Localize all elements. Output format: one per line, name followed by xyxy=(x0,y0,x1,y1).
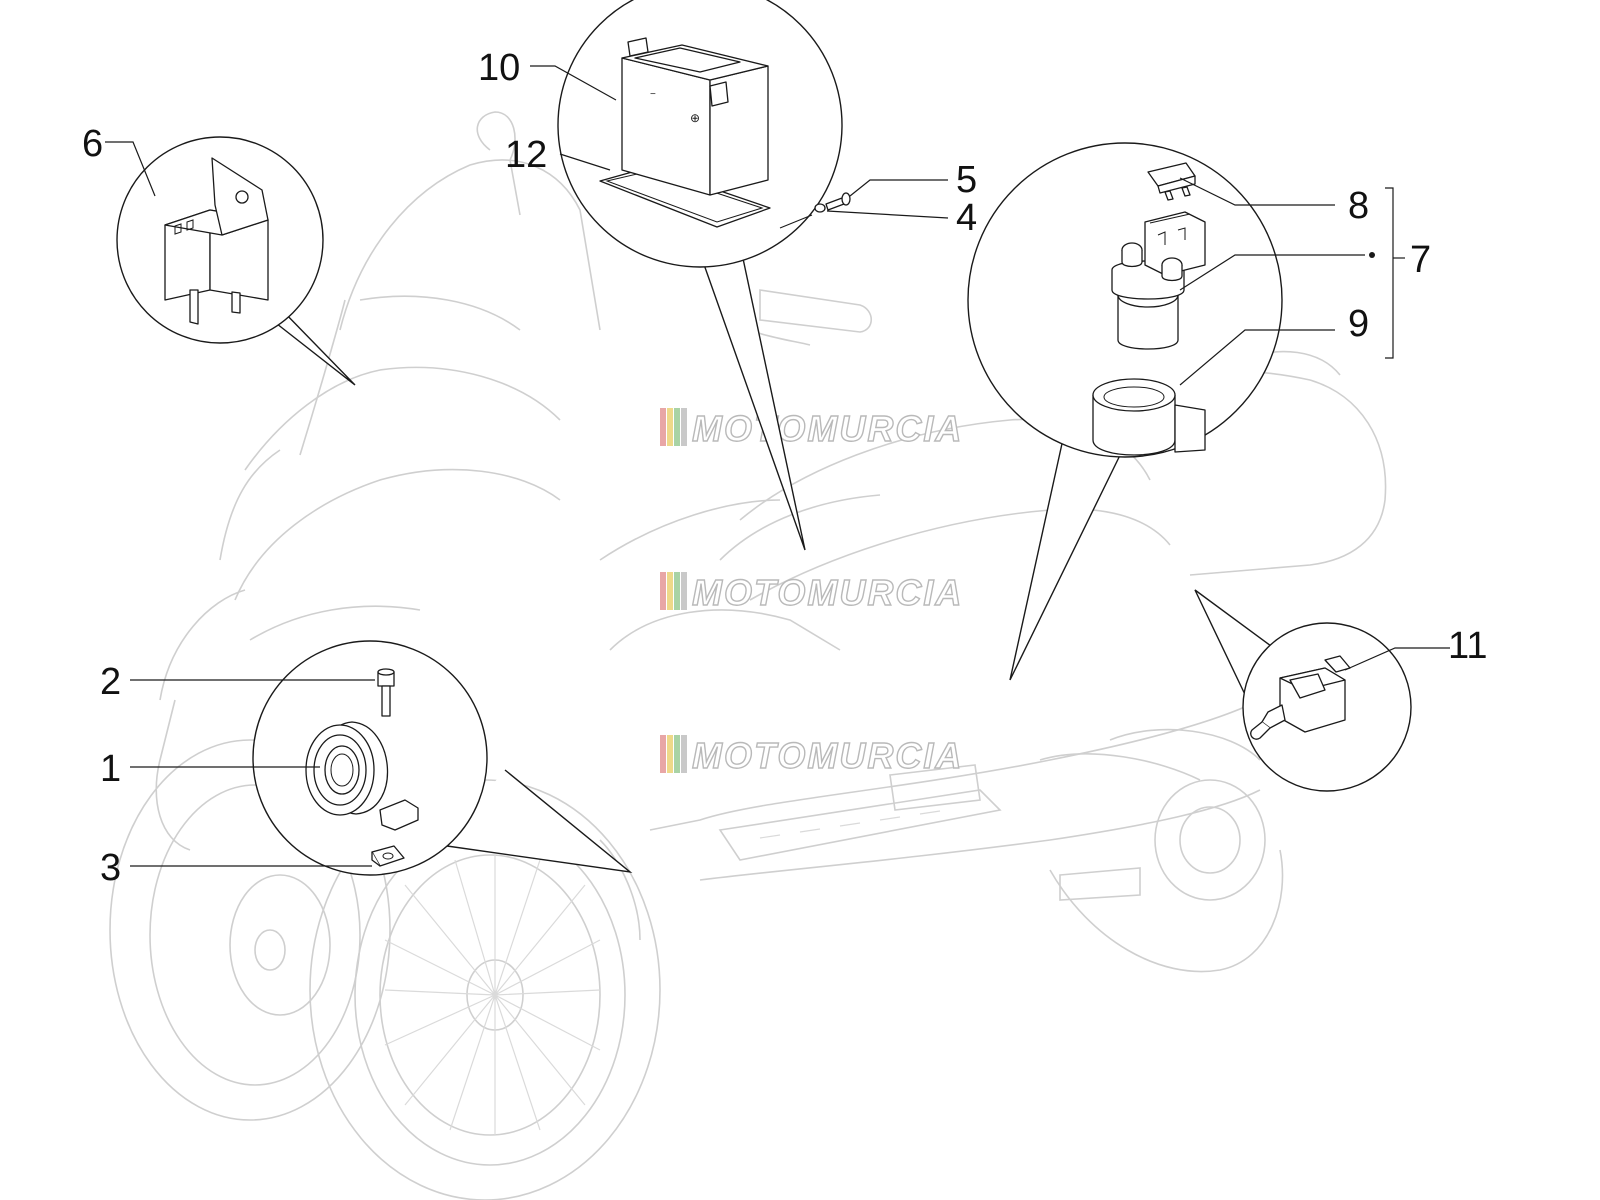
watermark-text: MOTOMURCIA xyxy=(692,572,963,613)
detail-bubble-switch: 11 xyxy=(1194,589,1487,792)
starter-solenoid xyxy=(1117,294,1179,350)
callout-9: 9 xyxy=(1348,303,1369,345)
callout-11: 11 xyxy=(1448,625,1487,667)
callout-3: 3 xyxy=(100,847,121,889)
detail-bubble-relay: 6 xyxy=(82,123,356,386)
callout-4: 4 xyxy=(956,197,977,239)
watermark-text: MOTOMURCIA xyxy=(692,735,963,776)
callout-8: 8 xyxy=(1348,185,1369,227)
callout-7: 7 xyxy=(1410,239,1431,281)
watermark: MOTOMURCIA xyxy=(660,734,963,777)
svg-text:⊕: ⊕ xyxy=(690,111,700,125)
detail-bubble-horn: 2 1 3 xyxy=(100,640,633,889)
watermark: MOTOMURCIA xyxy=(660,571,963,614)
callout-1: 1 xyxy=(100,748,121,790)
callout-12: 12 xyxy=(505,134,547,176)
screw-washer: 5 4 xyxy=(779,159,977,239)
callout-5: 5 xyxy=(956,159,977,201)
watermark: MOTOMURCIA xyxy=(660,407,963,450)
callout-10: 10 xyxy=(478,47,520,89)
watermark-text: MOTOMURCIA xyxy=(692,408,963,449)
nut-clip xyxy=(371,845,405,867)
rubber-holder xyxy=(1092,395,1176,456)
detail-bubble-starter-relay: 8 9 7 xyxy=(967,142,1431,681)
detail-bubble-battery: − ⊕ 10 12 xyxy=(478,0,843,551)
callout-2: 2 xyxy=(100,661,121,703)
svg-text:−: − xyxy=(650,89,656,100)
watermark-group: MOTOMURCIA MOTOMURCIA MOTOMURCIA xyxy=(660,407,963,777)
callout-6: 6 xyxy=(82,123,103,165)
